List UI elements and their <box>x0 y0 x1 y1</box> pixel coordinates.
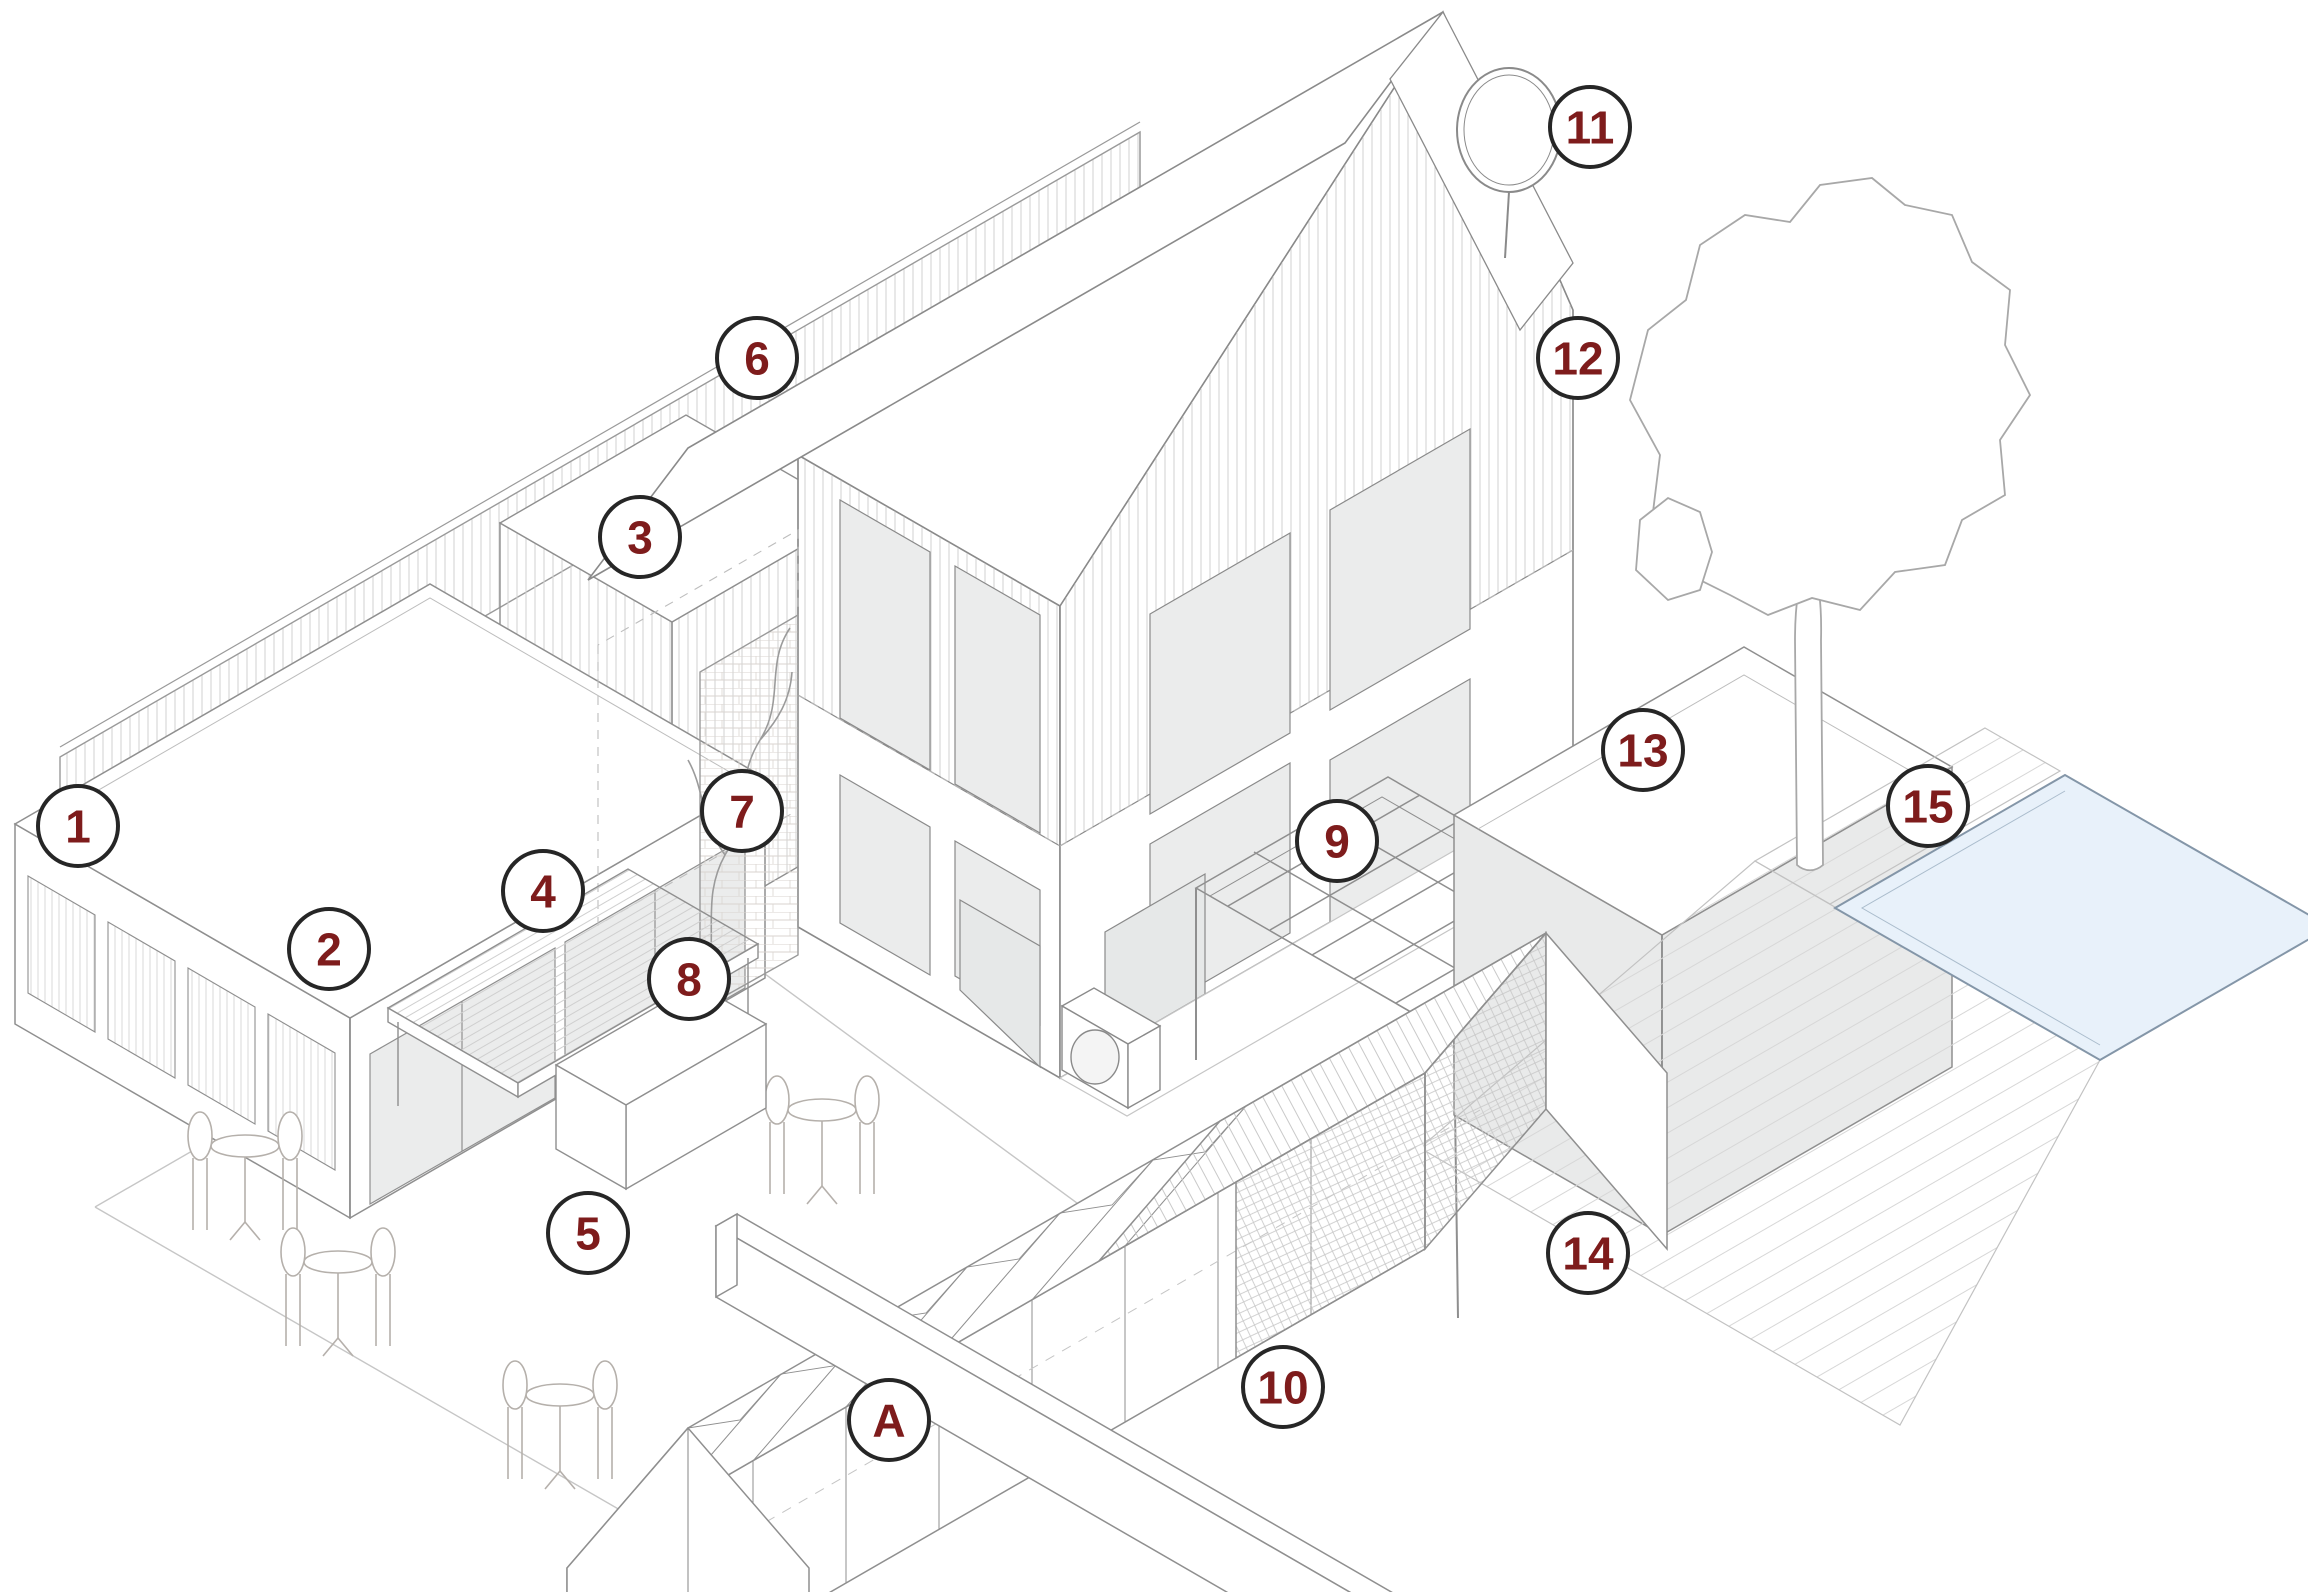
marker-10: 10 <box>1241 1345 1325 1429</box>
marker-circle <box>1295 799 1379 883</box>
gable-round-vane <box>1456 67 1562 259</box>
marker-circle <box>1886 764 1970 848</box>
marker-circle <box>546 1191 630 1275</box>
terrace-tables <box>187 1075 880 1490</box>
floor-dash-line <box>797 694 1061 847</box>
marker-circle <box>1536 316 1620 400</box>
coop-end-wall <box>1545 930 1668 1252</box>
marker-circle <box>1241 1345 1325 1429</box>
marker-label: 1 <box>65 801 91 853</box>
marker-1: 1 <box>36 784 120 868</box>
table-set <box>187 1111 303 1241</box>
marker-label: 7 <box>729 786 755 838</box>
marker-5: 5 <box>546 1191 630 1275</box>
house-windows-sw <box>839 498 1041 1069</box>
marker-label: 9 <box>1324 816 1350 868</box>
marker-label: 10 <box>1257 1362 1308 1414</box>
tree-canopy-lobe <box>1635 496 1713 602</box>
entrance-wall-end <box>715 1212 738 1299</box>
tree <box>1629 177 2032 872</box>
bar-counter-side <box>555 1063 627 1191</box>
marker-label: 5 <box>575 1208 601 1260</box>
marker-label: 13 <box>1617 725 1668 777</box>
marker-circle <box>1601 708 1685 792</box>
marker-12: 12 <box>1536 316 1620 400</box>
marker-14: 14 <box>1546 1211 1630 1295</box>
marker-2: 2 <box>287 907 371 991</box>
marker-label: A <box>872 1395 905 1447</box>
marker-circle <box>647 937 731 1021</box>
marker-circle <box>847 1378 931 1462</box>
marker-label: 8 <box>676 954 702 1006</box>
marker-label: 11 <box>1566 102 1615 154</box>
marker-11: 11 <box>1548 85 1632 169</box>
marker-circle <box>501 849 585 933</box>
marker-label: 15 <box>1902 781 1953 833</box>
marker-label: 2 <box>316 924 342 976</box>
vane-stem <box>1504 191 1510 259</box>
tree-trunk <box>1794 559 1824 872</box>
heat-pump-unit <box>1060 987 1162 1110</box>
heat-pump-fan-icon <box>1070 1029 1120 1085</box>
marker-15: 15 <box>1886 764 1970 848</box>
wall-cap-line <box>59 121 1141 748</box>
pool-water-line <box>1860 790 2101 1046</box>
marker-circle <box>598 495 682 579</box>
tree-canopy <box>1629 177 2032 616</box>
marker-label: 6 <box>744 333 770 385</box>
marker-9: 9 <box>1295 799 1379 883</box>
entrance-wall <box>714 1212 1393 1592</box>
marker-circle <box>700 769 784 853</box>
marker-7: 7 <box>700 769 784 853</box>
marker-A: A <box>847 1378 931 1462</box>
marker-label: 12 <box>1552 333 1603 385</box>
marker-13: 13 <box>1601 708 1685 792</box>
marker-8: 8 <box>647 937 731 1021</box>
greenhouse <box>566 930 1668 1592</box>
marker-label: 14 <box>1562 1228 1614 1280</box>
marker-4: 4 <box>501 849 585 933</box>
marker-circle <box>1548 85 1632 169</box>
table-set <box>280 1227 396 1357</box>
swimming-pool <box>1832 773 2308 1062</box>
annexe-slat-panels <box>27 875 336 1171</box>
marker-6: 6 <box>715 316 799 400</box>
table-set <box>502 1360 618 1490</box>
house-roof-plane <box>587 11 1444 581</box>
heat-pump-side <box>1127 1024 1161 1110</box>
annexe-roof-inner-line <box>39 597 741 825</box>
marker-circle <box>287 907 371 991</box>
table-set <box>764 1075 880 1205</box>
marker-3: 3 <box>598 495 682 579</box>
marker-label: 3 <box>627 512 653 564</box>
marker-circle <box>715 316 799 400</box>
marker-circle <box>36 784 120 868</box>
marker-circle <box>1546 1211 1630 1295</box>
marker-label: 4 <box>530 866 556 918</box>
